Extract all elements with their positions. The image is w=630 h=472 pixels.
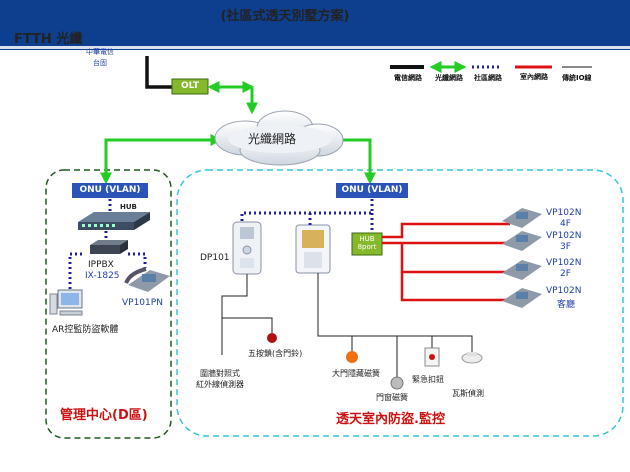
pc-icon — [49, 289, 83, 316]
indoor-link-living — [400, 272, 510, 302]
phone-living-model: VP102N — [546, 286, 582, 296]
door-magnet-icon — [346, 351, 358, 363]
ippbx-label: IPPBX — [88, 260, 114, 270]
phone-icon-2f — [502, 260, 542, 280]
ippbx-model-label: IX-1825 — [85, 271, 120, 281]
right-onu-label: ONU (VLAN) — [341, 185, 403, 195]
left-onu-label: ONU (VLAN) — [79, 185, 141, 195]
legend-label-community: 社區網路 — [474, 74, 502, 82]
ippbx-device-icon — [90, 240, 128, 254]
desk-phone-icon — [124, 267, 170, 292]
left-phone-label: VP101PN — [122, 298, 163, 308]
left-hub-label: HUB — [120, 203, 137, 211]
sensor-label-emergency: 緊急扣鈕 — [412, 375, 444, 384]
right-onu-box — [336, 183, 408, 198]
legend-label-telecom: 電信網路 — [394, 74, 422, 82]
phone-living-floor: 客廳 — [557, 300, 576, 310]
sensor-label-door: 大門隱藏磁簧 — [332, 369, 380, 378]
indoor-monitor-icon — [295, 224, 331, 274]
olt-label: OLT — [180, 81, 200, 91]
phone-2f-floor: 2F — [560, 269, 571, 279]
onu-to-panel-link — [240, 199, 374, 222]
lock-sensor-icon — [267, 333, 277, 343]
page-subtitle: FTTH 光纖 — [14, 32, 83, 47]
sensor-label-infrared: 圍牆對照式 紅外線偵測器 — [196, 369, 244, 389]
sensor-label-lock: 五按鎖(含門鈴) — [248, 349, 303, 358]
legend-label-fiber: 光纖網路 — [435, 74, 463, 82]
hub-device-icon — [78, 212, 150, 230]
phone-icon-4f — [502, 208, 542, 228]
header-bar — [0, 0, 630, 50]
sensor-label-gas: 瓦斯偵測 — [452, 389, 484, 398]
telecom-line — [145, 56, 172, 89]
left-onu-box — [72, 183, 148, 198]
telecom-source-label: 中華電信 台固 — [86, 48, 114, 67]
header-divider — [0, 46, 630, 49]
phone-icon-living — [502, 288, 542, 308]
phone-3f-floor: 3F — [560, 242, 571, 252]
phone-4f-floor: 4F — [560, 219, 571, 229]
hub8-label: HUB 8port — [357, 235, 377, 251]
io-line-panel — [221, 274, 248, 355]
left-zone-title: 管理中心(D區) — [60, 408, 148, 423]
io-line-panel-branch — [222, 317, 273, 336]
indoor-link-4f — [382, 222, 510, 239]
cloud-icon — [214, 110, 344, 166]
right-zone-border — [176, 169, 624, 437]
hub-to-phone-link — [128, 252, 147, 268]
indoor-link-2f — [400, 243, 510, 274]
emergency-button-icon — [424, 347, 440, 367]
hub-to-pc-link — [68, 252, 82, 290]
window-magnet-icon — [390, 376, 404, 390]
page-title: (社區式透天別墅方案) — [220, 9, 350, 24]
legend-label-indoor: 室內網路 — [520, 73, 548, 81]
right-zone-title: 透天室內防盜.監控 — [336, 412, 445, 427]
cloud-label: 光纖網路 — [248, 132, 297, 146]
gas-detector-icon — [461, 352, 483, 364]
phone-4f-model: VP102N — [546, 208, 582, 218]
pc-software-label: AR控監防盜軟體 — [52, 325, 119, 335]
phone-2f-model: VP102N — [546, 258, 582, 268]
io-line-monitor — [317, 273, 473, 354]
fiber-cloud-left — [100, 134, 223, 185]
sensor-label-window: 門窗磁簧 — [376, 393, 408, 402]
phone-3f-model: VP102N — [546, 231, 582, 241]
legend-label-io: 傳統IO線 — [562, 74, 592, 82]
phone-icon-3f — [502, 231, 542, 251]
dp101-panel-icon — [232, 221, 262, 275]
dp101-label: DP101 — [200, 253, 230, 263]
